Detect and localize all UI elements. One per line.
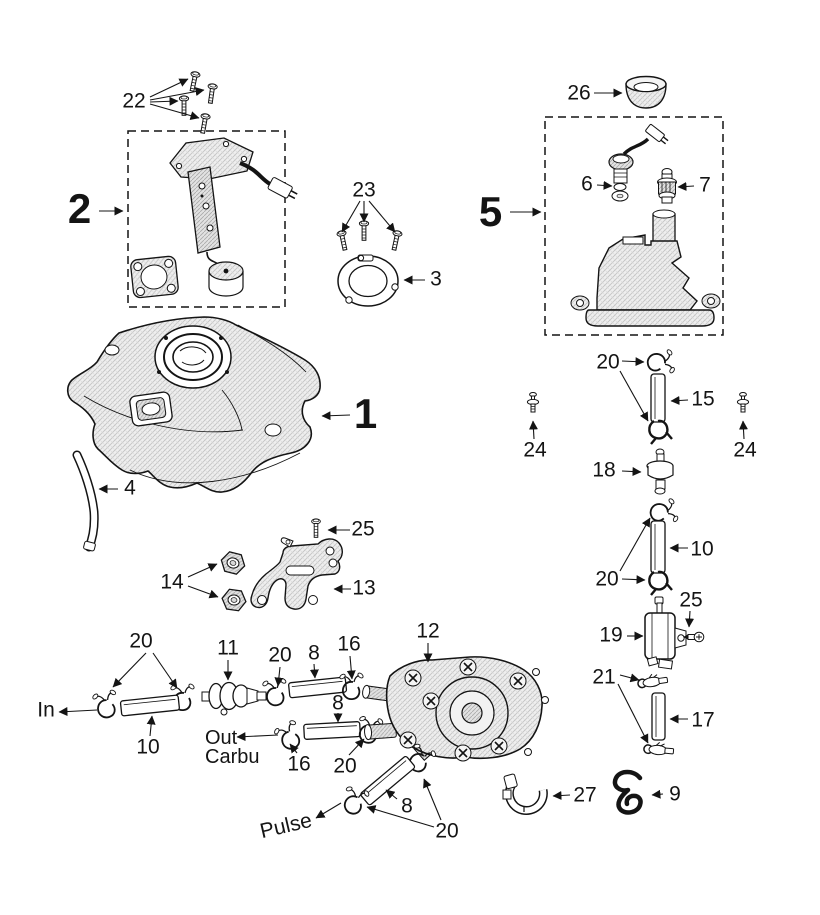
filler-assembly-5 — [544, 116, 724, 336]
callout-arrows — [58, 78, 748, 828]
callout-screw-25-left: 25 — [351, 517, 375, 541]
callout-clips-21: 21 — [592, 665, 616, 689]
screw-24-left — [526, 392, 540, 413]
bracket-13 — [250, 537, 343, 610]
callout-fuel-cap-6: 6 — [581, 172, 593, 196]
callout-solenoid-19: 19 — [599, 623, 623, 647]
callout-bracket-13: 13 — [352, 576, 376, 600]
callout-clamps-20-right-top: 20 — [596, 350, 620, 374]
callout-valve-7: 7 — [699, 173, 711, 197]
nuts-14 — [220, 551, 247, 612]
pipe-clamp-27 — [502, 773, 548, 815]
callout-screw-24-left: 24 — [523, 438, 547, 462]
drain-hose-4 — [72, 450, 99, 552]
callout-assembly-5: 5 — [478, 188, 502, 235]
flow-label-out: Out — [205, 727, 238, 749]
callout-screws-22: 22 — [122, 89, 146, 113]
callout-hose-10-left: 10 — [136, 735, 160, 759]
pulse-line — [337, 739, 440, 818]
callout-ring-3: 3 — [430, 267, 442, 291]
callout-fuel-tank-1: 1 — [353, 390, 377, 437]
callout-assembly-2: 2 — [67, 185, 91, 232]
flow-label-carbu: Carbu — [205, 746, 260, 768]
callout-cap-26: 26 — [567, 81, 591, 105]
right-column-parts — [502, 347, 750, 815]
callout-hose-10-right: 10 — [690, 537, 714, 561]
callout-hose-8-top: 8 — [308, 641, 320, 665]
hose-15 — [650, 373, 666, 423]
callout-clamp-16-top: 16 — [337, 632, 361, 656]
lock-ring-3 — [337, 254, 399, 307]
callout-hose-15: 15 — [691, 387, 715, 411]
fuel-cap-6 — [608, 124, 669, 202]
callout-screws-23: 23 — [352, 178, 376, 202]
callout-hose-17: 17 — [691, 708, 715, 732]
hook-9 — [612, 769, 643, 815]
outlet-line — [260, 671, 386, 755]
callout-valve-18: 18 — [592, 458, 616, 482]
screw-25-right — [683, 631, 705, 643]
filler-housing — [570, 209, 721, 327]
callout-clamp-16-bottom: 16 — [287, 752, 311, 776]
callout-clamp-20-bottom: 20 — [333, 754, 357, 778]
callout-hose-4: 4 — [124, 476, 136, 500]
callout-hose-8-pulse: 8 — [401, 794, 413, 818]
hose-10-right — [650, 520, 666, 574]
callout-filter-11: 11 — [217, 636, 239, 660]
screw-25-left — [311, 518, 321, 538]
inlet-line — [90, 681, 267, 721]
callout-clamp-20-right: 20 — [595, 567, 619, 591]
sender-assembly-2 — [127, 130, 298, 308]
fuel-filter-11 — [201, 681, 267, 716]
hose-17 — [651, 692, 666, 741]
rubber-cap-26 — [625, 75, 667, 109]
flow-label-in: In — [37, 698, 55, 722]
check-valve-18 — [646, 448, 674, 495]
callout-nuts-14: 14 — [160, 570, 184, 594]
callout-screw-24-right: 24 — [733, 438, 757, 462]
breather-valve-7 — [657, 168, 677, 204]
callout-screw-25-right: 25 — [679, 588, 703, 612]
callout-clamp-20-mid: 20 — [268, 643, 292, 667]
screw-24-right — [736, 392, 750, 413]
callout-clamps-20-left: 20 — [129, 629, 153, 653]
callout-clamp-27: 27 — [573, 783, 597, 807]
callout-pump-12: 12 — [416, 619, 440, 643]
callout-hook-9: 9 — [669, 782, 681, 806]
callout-hose-8-mid: 8 — [332, 691, 344, 715]
callout-clamps-20-pulse: 20 — [435, 819, 459, 843]
fuel-tank-1 — [66, 316, 321, 493]
fuel-pump-12 — [362, 656, 549, 762]
solenoid-19 — [644, 596, 687, 670]
